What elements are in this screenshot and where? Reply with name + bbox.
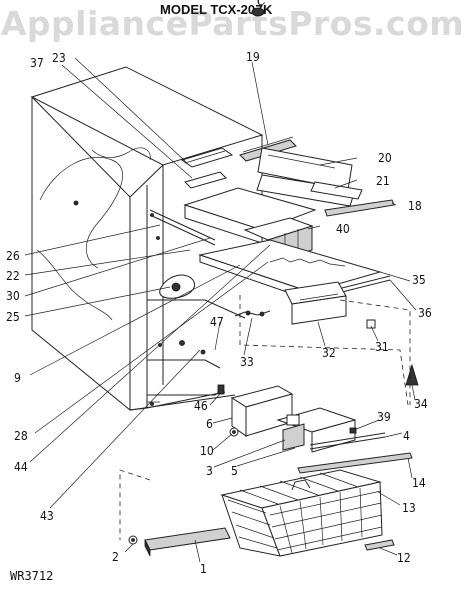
- callout-26: 26: [6, 249, 20, 263]
- callout-9: 9: [14, 371, 21, 385]
- refrigerator-cabinet: [30, 66, 264, 412]
- drawer-assembly: [128, 340, 413, 557]
- callout-13: 13: [402, 501, 416, 515]
- callout-21: 21: [376, 174, 390, 188]
- callout-35: 35: [412, 273, 426, 287]
- callout-19: 19: [246, 50, 260, 64]
- callout-12: 12: [397, 551, 411, 565]
- callout-30: 30: [6, 289, 20, 303]
- callout-23: 23: [52, 51, 66, 65]
- callout-3: 3: [206, 464, 213, 478]
- callout-40: 40: [336, 222, 350, 236]
- callout-14: 14: [412, 476, 426, 490]
- callout-22: 22: [6, 269, 20, 283]
- callout-44: 44: [14, 460, 28, 474]
- callout-4: 4: [403, 429, 410, 443]
- callout-46: 46: [194, 399, 208, 413]
- model-revision: C: [257, 0, 267, 8]
- callout-34: 34: [414, 397, 428, 411]
- callout-32: 32: [322, 346, 336, 360]
- callout-5: 5: [231, 464, 238, 478]
- callout-39: 39: [377, 410, 391, 424]
- callout-20: 20: [378, 151, 392, 165]
- callout-2: 2: [112, 550, 119, 564]
- callout-28: 28: [14, 429, 28, 443]
- callout-6: 6: [206, 417, 213, 431]
- callout-31: 31: [375, 340, 389, 354]
- callout-43: 43: [40, 509, 54, 523]
- callout-1: 1: [200, 562, 207, 576]
- freezer-shelf-assembly: [119, 136, 419, 540]
- callout-36: 36: [418, 306, 432, 320]
- title-mark: [251, 7, 265, 17]
- callout-37: 37: [30, 56, 44, 70]
- callout-25: 25: [6, 310, 20, 324]
- watermark: AppliancePartsPros.com: [0, 4, 465, 43]
- callout-47: 47: [210, 315, 224, 329]
- leader-lines: [24, 57, 417, 563]
- diagram-code: WR3712: [10, 569, 54, 583]
- callout-18: 18: [408, 199, 422, 213]
- callout-10: 10: [200, 444, 214, 458]
- model-title: MODEL TCX-20ZK: [160, 2, 273, 17]
- callout-33: 33: [240, 355, 254, 369]
